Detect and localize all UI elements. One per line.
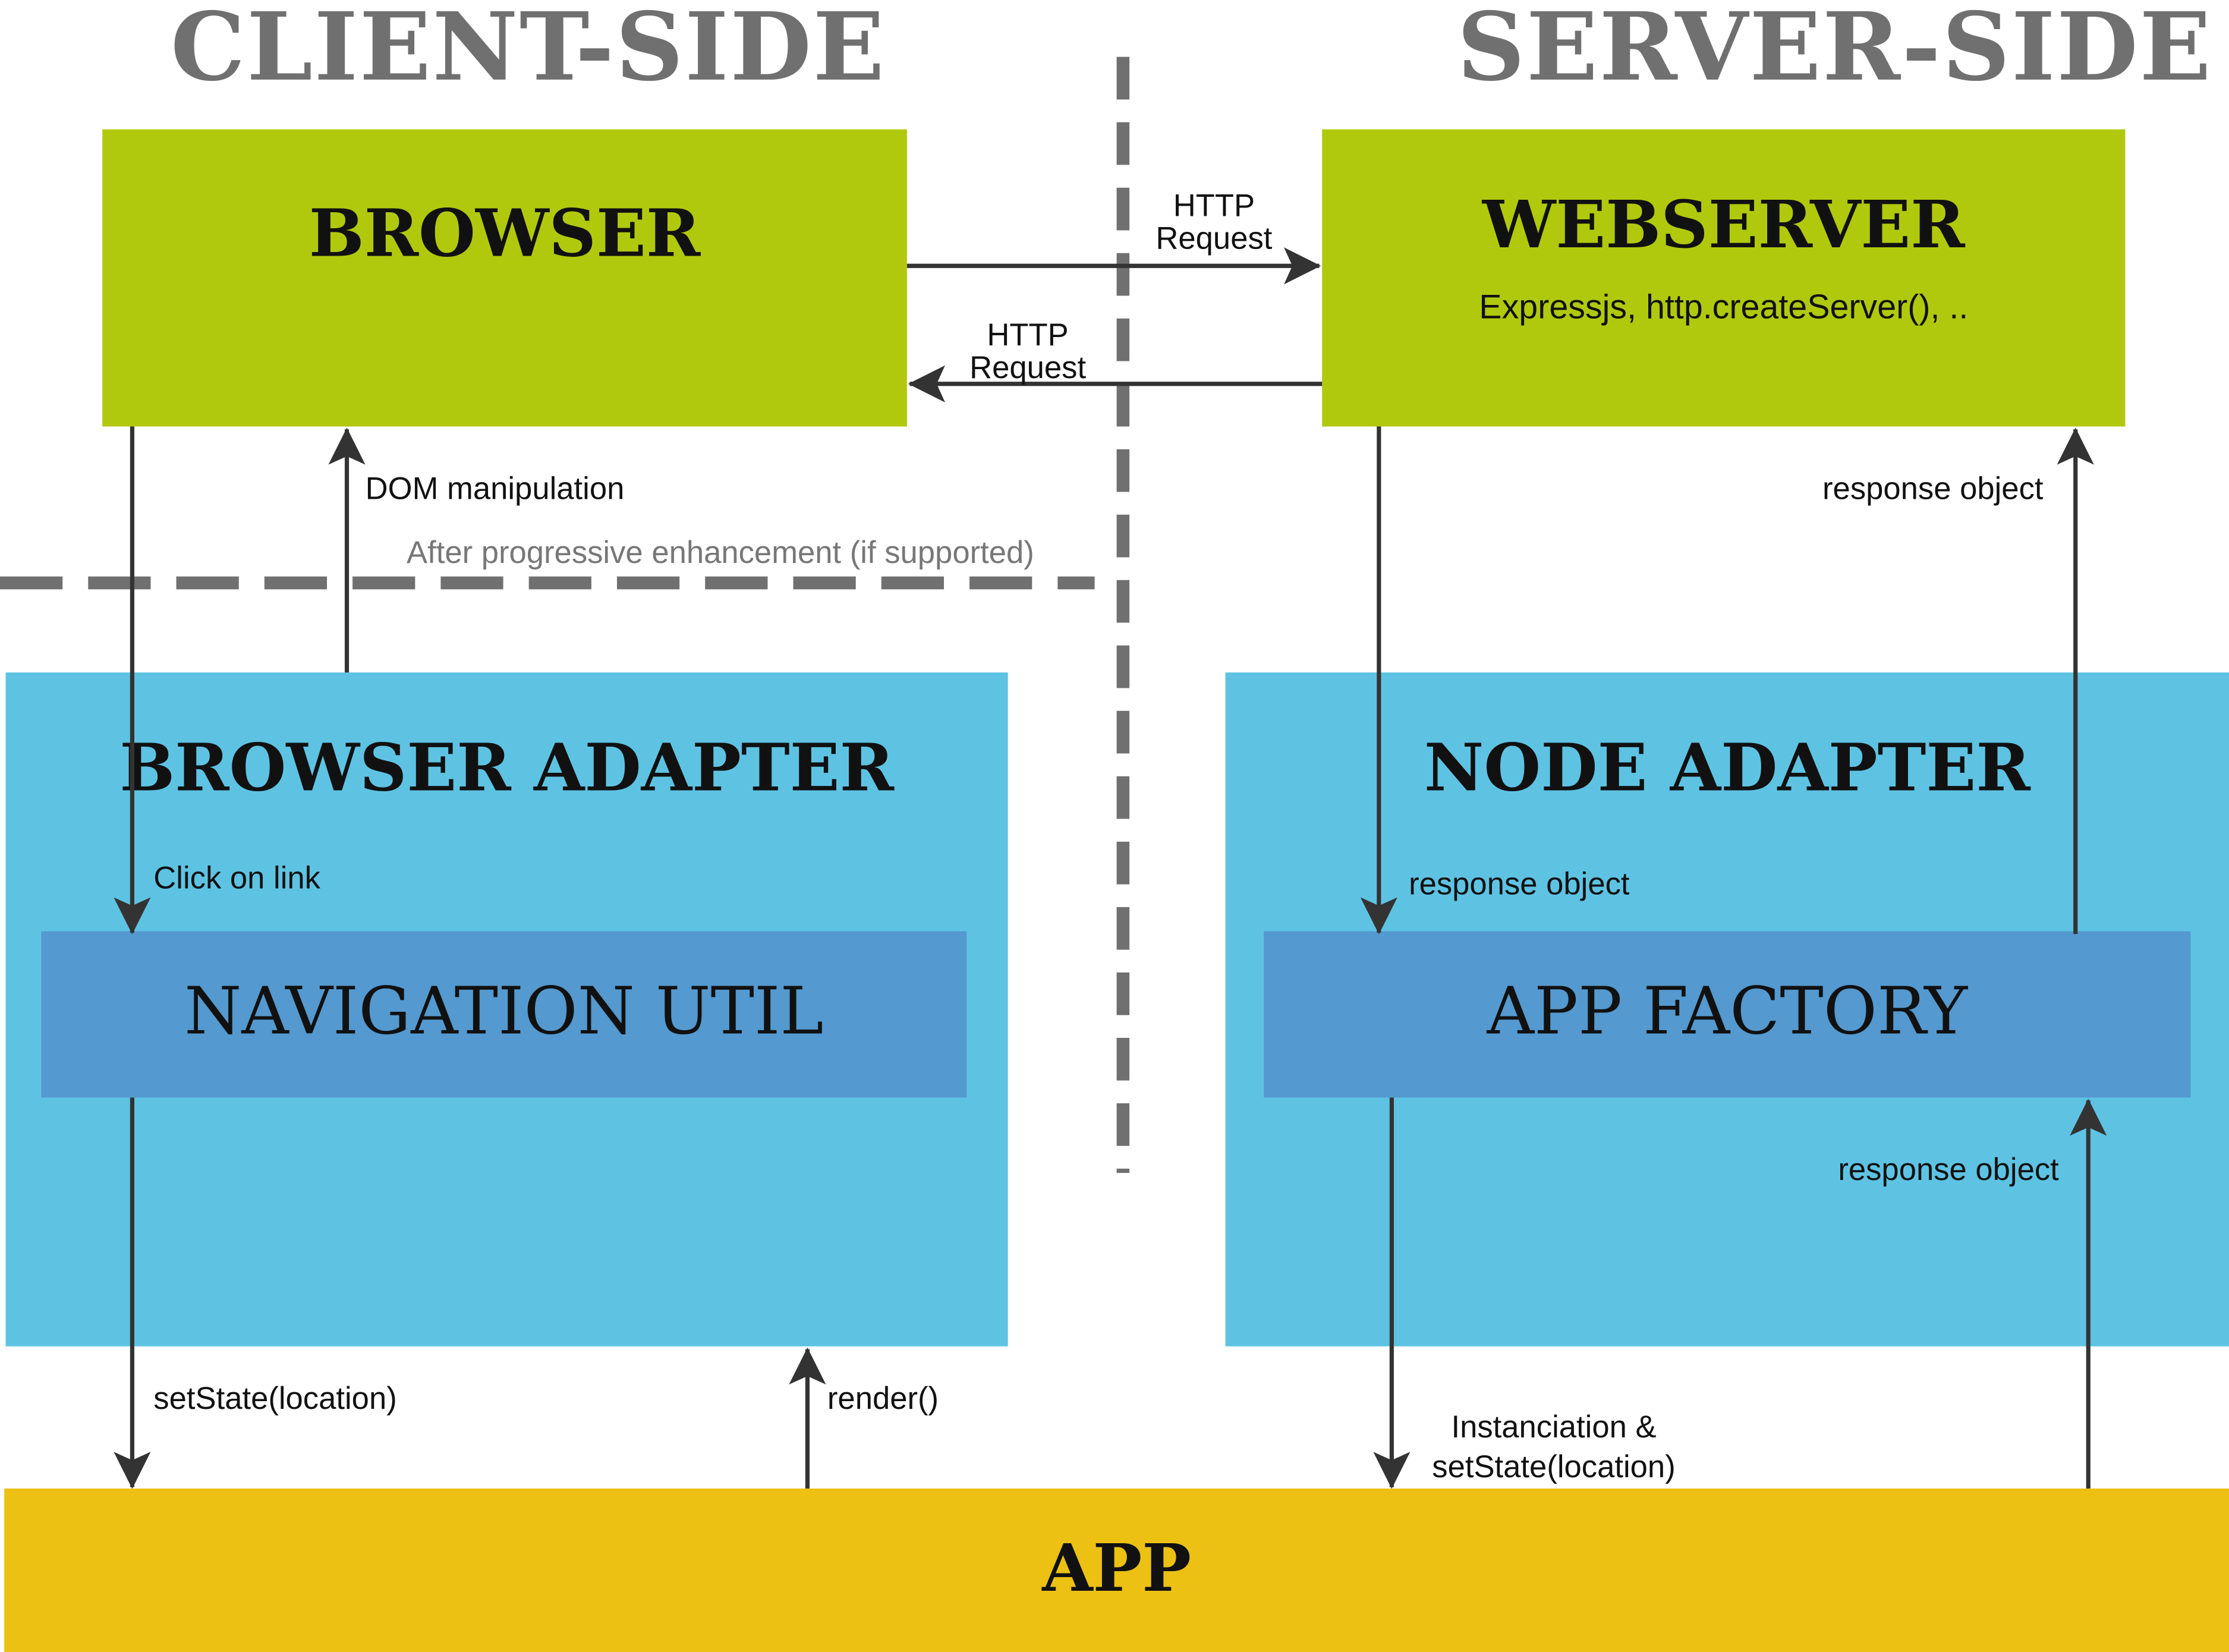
http-request-top-line1: HTTP bbox=[1173, 187, 1255, 224]
http-request-top-label: HTTP Request bbox=[1137, 187, 1290, 256]
webserver-subtitle: Expressjs, http.createServer(), .. bbox=[1479, 288, 1969, 328]
http-request-top-line2: Request bbox=[1156, 220, 1273, 256]
set-state-label: setState(location) bbox=[153, 1380, 397, 1417]
render-label: render() bbox=[827, 1380, 939, 1417]
app-title: APP bbox=[1042, 1530, 1192, 1607]
app-box: APP bbox=[4, 1489, 2229, 1652]
app-factory-box: APP FACTORY bbox=[1264, 931, 2191, 1098]
progressive-enhancement-label: After progressive enhancement (if suppor… bbox=[406, 534, 1034, 571]
browser-title: BROWSER bbox=[308, 194, 701, 272]
http-request-bottom-line1: HTTP bbox=[987, 317, 1069, 353]
webserver-box: WEBSERVER Expressjs, http.createServer()… bbox=[1322, 129, 2126, 427]
response-object-webserver-out-label: response object bbox=[1822, 470, 2044, 506]
instanciation-label: Instanciation & setState(location) bbox=[1412, 1408, 1696, 1486]
node-adapter-title: NODE ADAPTER bbox=[1424, 729, 2030, 807]
response-object-webserver-in-label: response object bbox=[1409, 866, 1630, 902]
click-on-link-label: Click on link bbox=[153, 860, 321, 896]
server-side-title: SERVER-SIDE bbox=[1457, 0, 2213, 103]
navigation-util-title: NAVIGATION UTIL bbox=[184, 972, 824, 1050]
instanciation-line1: Instanciation & bbox=[1451, 1409, 1657, 1445]
instanciation-line2: setState(location) bbox=[1432, 1448, 1676, 1484]
dom-manipulation-label: DOM manipulation bbox=[365, 470, 625, 506]
browser-box: BROWSER bbox=[102, 129, 907, 427]
webserver-title: WEBSERVER bbox=[1482, 186, 1965, 263]
browser-adapter-title: BROWSER ADAPTER bbox=[119, 729, 895, 807]
http-request-bottom-line2: Request bbox=[969, 350, 1087, 386]
navigation-util-box: NAVIGATION UTIL bbox=[41, 931, 967, 1098]
app-factory-title: APP FACTORY bbox=[1487, 972, 1968, 1050]
client-side-title: CLIENT-SIDE bbox=[170, 0, 886, 103]
http-request-bottom-label: HTTP Request bbox=[951, 317, 1104, 386]
response-object-factory-in-label: response object bbox=[1838, 1151, 2059, 1187]
